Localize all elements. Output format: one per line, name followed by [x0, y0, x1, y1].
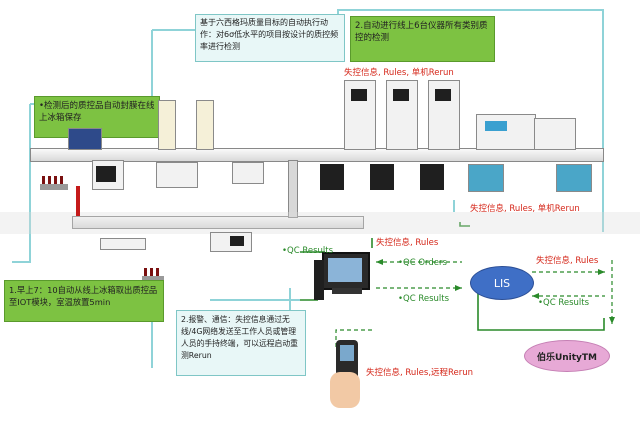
- lis-label: LIS: [493, 276, 511, 290]
- input-module: [100, 238, 146, 250]
- storage-module: [196, 100, 214, 150]
- analyzer-base: [420, 164, 444, 190]
- refrigerator-module: [68, 128, 102, 150]
- conveyor-connector: [288, 160, 298, 218]
- arrow-head: [455, 285, 462, 291]
- computer-keyboard: [332, 288, 362, 294]
- rerun-label-top: 失控信息, Rules, 单机Rerun: [344, 68, 454, 78]
- qc-results-label: •QC Results: [282, 246, 334, 256]
- callout-fridge-pickup-text: 1.早上7：10自动从线上冰箱取出质控品至IOT模块，室温放置5min: [9, 285, 158, 307]
- sample-handler: [468, 164, 504, 192]
- conveyor-track: [30, 148, 604, 162]
- conveyor-track-lower: [72, 216, 364, 229]
- chemistry-analyzer: [476, 114, 536, 150]
- remote-rerun-label: 失控信息, Rules,远程Rerun: [366, 368, 474, 378]
- lis-node: LIS: [470, 266, 534, 300]
- unity-label: 伯乐UnityTM: [536, 352, 598, 363]
- analyzer-base: [370, 164, 394, 190]
- connector-line: [12, 104, 31, 263]
- qc-results-label: •QC Results: [538, 298, 590, 308]
- arrow-head: [598, 269, 605, 275]
- arrow-head: [532, 293, 539, 299]
- rerun-label-right: 失控信息, Rules, 单机Rerun: [470, 204, 580, 214]
- hand: [330, 372, 360, 408]
- sample-handler: [556, 164, 592, 192]
- callout-fridge-pickup: 1.早上7：10自动从线上冰箱取出质控品至IOT模块，室温放置5min: [4, 280, 164, 322]
- rules-label-right: 失控信息, Rules: [536, 256, 599, 266]
- storage-module: [158, 100, 176, 150]
- callout-alarm-communication-text: 2.报警、通信：失控信息通过无线/4G网络发送至工作人员或管理人员的手持终端，可…: [181, 315, 298, 360]
- flow-line: [477, 286, 605, 331]
- unity-node: 伯乐UnityTM: [524, 340, 610, 372]
- analyzer-base: [320, 164, 344, 190]
- qc-orders-label: •QC Orders: [398, 258, 447, 268]
- callout-auto-detect-text: 2.自动进行线上6台仪器所有类别质控的检测: [355, 21, 488, 43]
- immunoassay-analyzer: [534, 118, 576, 150]
- decapper-window: [96, 166, 116, 182]
- computer-monitor: [322, 252, 370, 290]
- analyzer-instrument: [386, 80, 418, 150]
- sample-lane-marker: [76, 186, 80, 216]
- centrifuge-module: [156, 162, 198, 188]
- analyzer-instrument: [428, 80, 460, 150]
- flow-line: [459, 222, 470, 227]
- analyzer-instrument: [344, 80, 376, 150]
- track-shadow: [0, 212, 640, 234]
- computer-tower: [314, 260, 324, 300]
- callout-sixsigma: 基于六西格玛质量目标的自动执行动作：对6σ低水平的项目按设计的质控频率进行检测: [195, 14, 345, 62]
- qc-results-label: •QC Results: [398, 294, 450, 304]
- arrow-head: [376, 259, 383, 265]
- callout-auto-detect: 2.自动进行线上6台仪器所有类别质控的检测: [350, 16, 495, 62]
- rules-label-left: 失控信息, Rules: [376, 238, 439, 248]
- output-module-screen: [230, 236, 244, 246]
- callout-alarm-communication: 2.报警、通信：失控信息通过无线/4G网络发送至工作人员或管理人员的手持终端，可…: [176, 310, 306, 376]
- aliquoter-module: [232, 162, 264, 184]
- arrow-head: [609, 317, 615, 324]
- callout-sixsigma-text: 基于六西格玛质量目标的自动执行动作：对6σ低水平的项目按设计的质控频率进行检测: [200, 18, 339, 51]
- callout-seal-store-text: •检测后的质控品自动封膜在线上冰箱保存: [39, 101, 155, 123]
